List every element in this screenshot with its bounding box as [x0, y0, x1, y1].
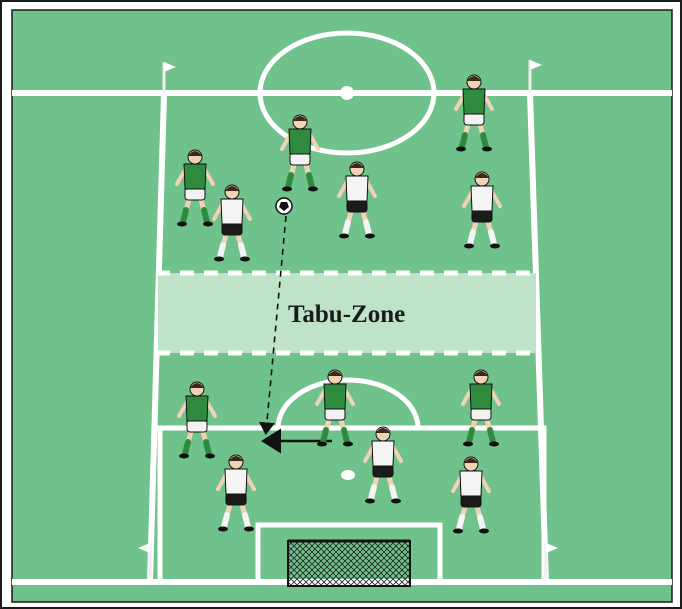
- penalty-spot: [341, 470, 355, 480]
- center-spot: [340, 86, 354, 100]
- tabu-zone-label: Tabu-Zone: [288, 301, 405, 328]
- soccer-ball-icon: [276, 198, 292, 214]
- goal-net-icon: [288, 541, 410, 586]
